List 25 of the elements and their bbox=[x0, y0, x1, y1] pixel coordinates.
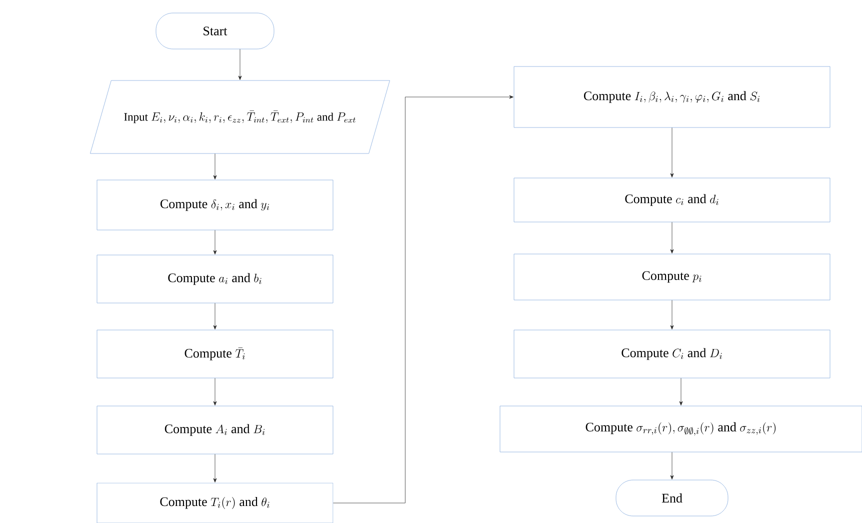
arrow bbox=[670, 222, 674, 254]
process-box: $\text{Compute } I_i, \beta_i, \lambda_i, \gamma_i, \varphi_i, G_i \text{ and } S_i$ bbox=[514, 66, 830, 128]
arrow bbox=[213, 154, 217, 180]
process-box: $\text{Compute } a_i \text{ and } b_i$ bbox=[96, 254, 334, 304]
process-box: $\text{Compute } \bar{T}_i$ bbox=[96, 330, 334, 378]
arrow bbox=[679, 378, 683, 406]
arrow bbox=[670, 300, 674, 330]
arrow bbox=[333, 95, 514, 504]
terminal-box: Start bbox=[156, 12, 274, 50]
arrow bbox=[213, 378, 217, 406]
process-box: $\text{Compute } T_i(r) \text{ and } \theta_i$ bbox=[96, 482, 334, 523]
process-box: $\text{Compute } A_i \text{ and } B_i$ bbox=[96, 406, 334, 454]
arrow bbox=[213, 454, 217, 482]
process-box: $\text{Compute } \sigma_{rr,i}(r), \sigma_{\emptyset\emptyset,i}(r) \text{ and } \sigma_{zz,i}(r)$ bbox=[500, 406, 862, 452]
arrow bbox=[213, 230, 217, 254]
process-box: $\text{Compute } \delta_i, x_i \text{ and } y_i$ bbox=[96, 180, 334, 230]
process-box: $\text{Compute } c_i \text{ and } d_i$ bbox=[514, 178, 830, 222]
arrow bbox=[213, 303, 217, 330]
arrow bbox=[670, 452, 674, 480]
process-box: $\text{Compute } C_i \text{ and } D_i$ bbox=[514, 330, 830, 378]
terminal-box: End bbox=[616, 480, 728, 516]
arrow bbox=[670, 128, 674, 178]
input-parallelogram: $\text{Input } E_i, \nu_i, \alpha_i, k_i, r_i, \epsilon_{zz}, \bar{T}_{int}, \bar{T}_{ext}, P_{int} \text{ and } P_{ext}$ bbox=[90, 80, 390, 154]
process-box: $\text{Compute } p_i$ bbox=[514, 254, 830, 300]
arrow bbox=[238, 49, 242, 80]
